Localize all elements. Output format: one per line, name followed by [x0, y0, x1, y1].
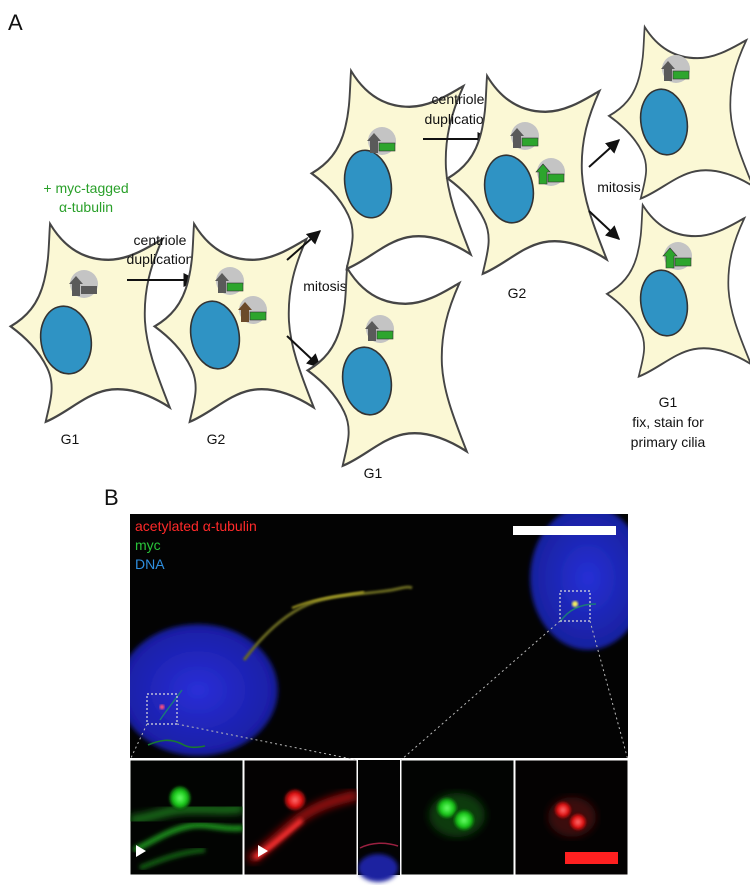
- centriole-new-green-icon: [547, 173, 565, 183]
- nucleus: [39, 305, 93, 375]
- inset-green-left: [129, 759, 244, 876]
- scale-bar-inset: [565, 852, 618, 864]
- centriole-brown-icon: [238, 302, 252, 322]
- centriole-old-icon: [365, 321, 379, 341]
- centriole-green-parent-icon: [535, 163, 551, 185]
- inset-green-right: [400, 759, 515, 876]
- centriole-new-green-icon: [226, 282, 244, 292]
- centrosome-green-with-daughter: [535, 158, 565, 186]
- arrow-mitosis2-down: [588, 210, 621, 240]
- inset-box-left: [146, 693, 178, 725]
- centriole-old-icon: [510, 128, 524, 148]
- centrosome-with-daughter: [367, 127, 396, 155]
- scale-bar-main: [513, 526, 616, 535]
- connector-line: [129, 723, 148, 761]
- step-duplication2-line2: duplication: [425, 111, 492, 127]
- centriole-new-green-icon: [249, 311, 267, 321]
- inset-red-right: [514, 759, 629, 876]
- centriole-old-icon: [81, 286, 97, 294]
- centrosome-old-with-daughter: [510, 122, 539, 150]
- arrowhead-marker-icon: [136, 845, 146, 857]
- centriole-green-parent-icon: [662, 247, 678, 269]
- step-duplication2-line1: centriole: [432, 91, 485, 107]
- centriole-old-icon: [661, 61, 675, 81]
- phase-label-g1-final: G1: [659, 394, 678, 410]
- myc-tag-label-line2: α-tubulin: [59, 199, 113, 215]
- micrograph-main: [130, 514, 628, 758]
- panel-a-letter: A: [8, 10, 23, 35]
- centriole-new-green-icon: [376, 330, 394, 340]
- centriole-new-green-icon: [672, 70, 690, 80]
- nucleus: [189, 300, 241, 370]
- nucleus: [483, 154, 535, 224]
- centrosome-with-daughter: [661, 55, 690, 83]
- connector-line: [589, 620, 629, 761]
- phase-label-g1-initial: G1: [61, 431, 80, 447]
- centriole-new-green-icon: [674, 257, 692, 267]
- phase-label-g2-second: G2: [508, 285, 527, 301]
- panel-b-letter: B: [104, 485, 119, 510]
- phase-label-g2-first: G2: [207, 431, 226, 447]
- inset-red-left: [243, 759, 358, 876]
- nucleus: [639, 269, 689, 337]
- centrosome-old-with-daughter: [215, 267, 244, 295]
- arrowhead-marker-icon: [258, 845, 268, 857]
- step-duplication1-line1: centriole: [134, 232, 187, 248]
- final-step-line1: fix, stain for: [632, 414, 704, 430]
- centrosome-brown-with-daughter: [238, 296, 267, 324]
- nucleus-left: [130, 624, 278, 756]
- inset-box-right: [559, 590, 591, 622]
- connector-line: [400, 620, 561, 761]
- step-duplication1-line2: duplication: [127, 251, 194, 267]
- centrosome-with-daughter: [365, 315, 394, 343]
- nucleus: [639, 88, 689, 156]
- centrosome-signal-left: [159, 704, 165, 710]
- centrosome-single: [69, 270, 98, 298]
- legend-dna: DNA: [135, 556, 165, 572]
- arrow-mitosis1-up: [286, 230, 322, 261]
- centriole-old-icon: [69, 276, 83, 296]
- step-mitosis2: mitosis: [597, 179, 641, 195]
- myc-tag-label-line1: + myc-tagged: [43, 180, 128, 196]
- centrosome-signal-right: [572, 601, 578, 607]
- centriole-new-green-icon: [521, 137, 539, 147]
- arrow-mitosis1-down: [286, 335, 322, 368]
- centrosome-green-with-daughter: [662, 242, 692, 270]
- phase-label-g1-daughter: G1: [364, 465, 383, 481]
- legend-acetylated-tubulin: acetylated α-tubulin: [135, 518, 257, 534]
- arrow-mitosis2-up: [588, 139, 621, 168]
- connector-line: [176, 723, 358, 761]
- nucleus: [341, 346, 393, 416]
- centriole-new-green-icon: [378, 142, 396, 152]
- step-mitosis1: mitosis: [303, 278, 347, 294]
- centriole-old-icon: [367, 133, 381, 153]
- legend-myc: myc: [135, 537, 161, 553]
- nucleus-right: [530, 514, 628, 650]
- nucleus: [343, 149, 393, 219]
- final-step-line2: primary cilia: [631, 434, 706, 450]
- centriole-old-icon: [215, 273, 229, 293]
